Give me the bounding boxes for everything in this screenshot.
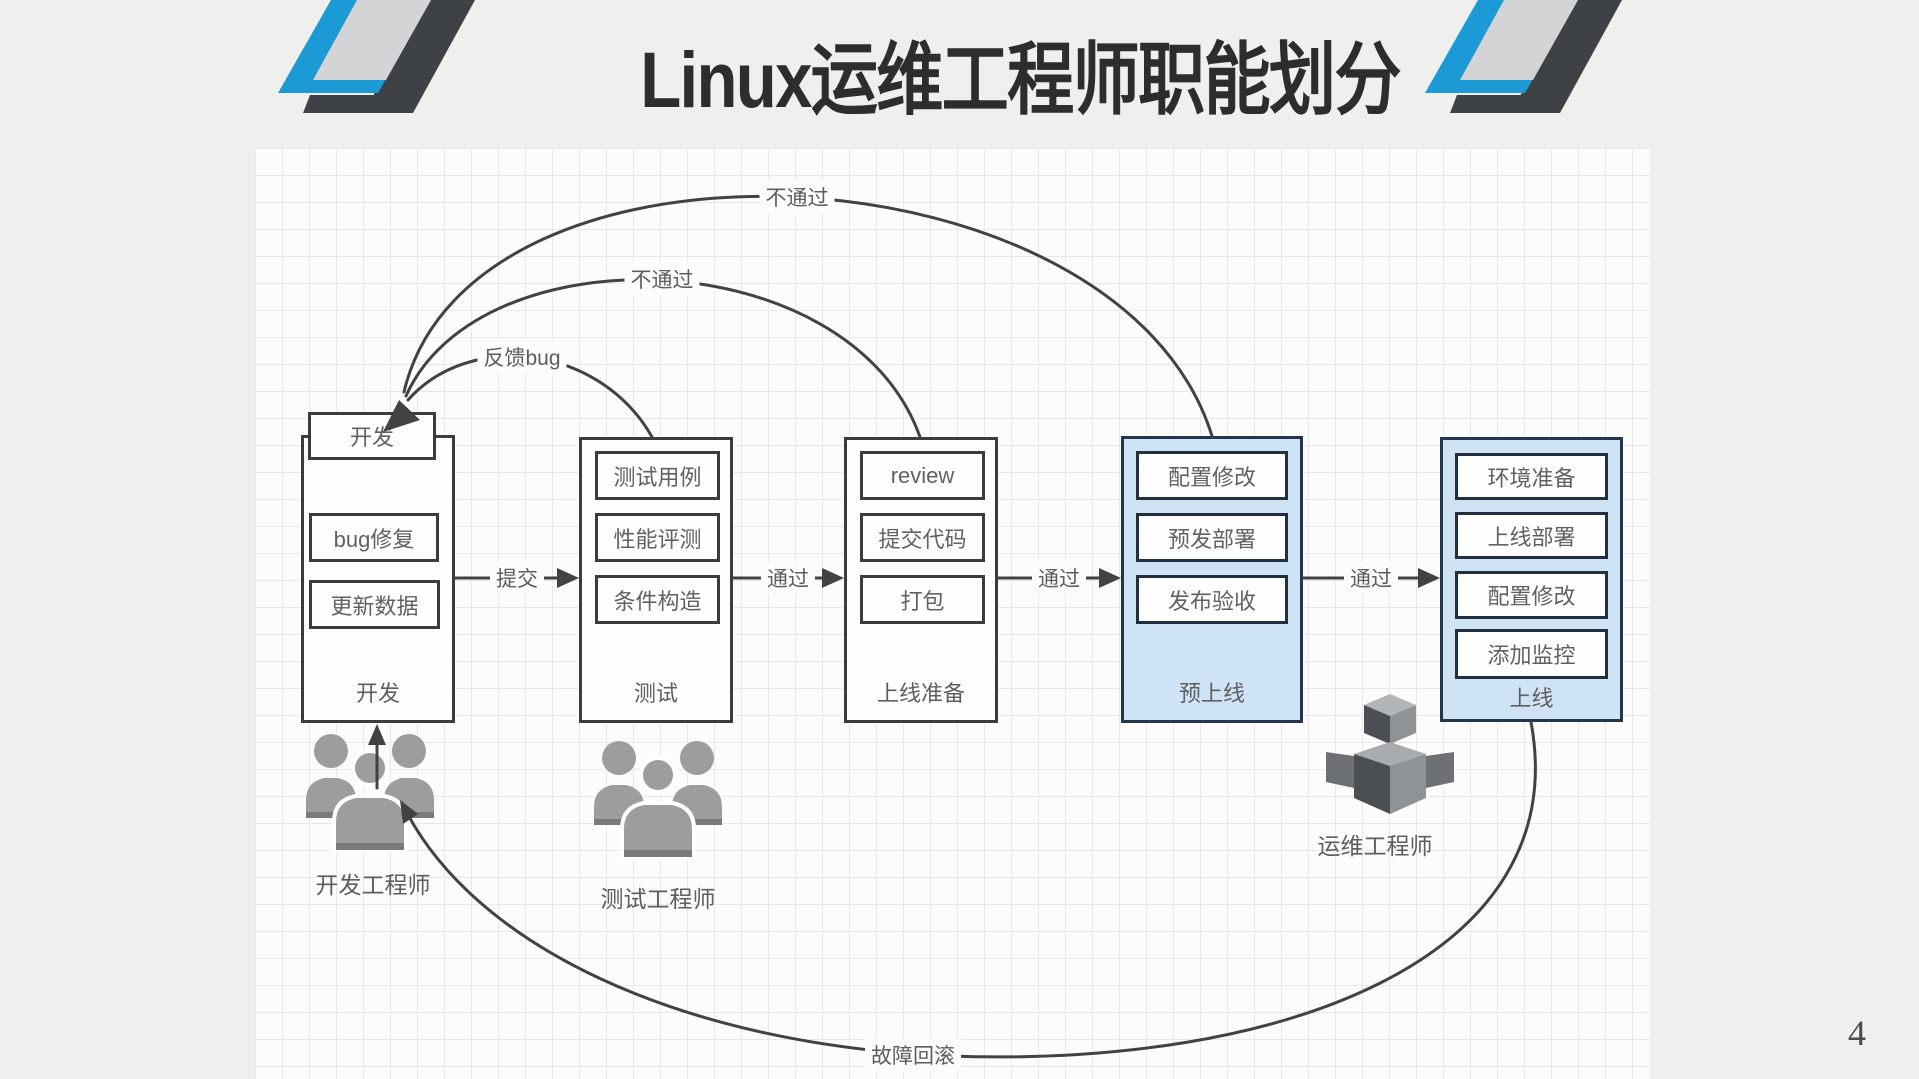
edge-label-submit: 提交 <box>490 562 544 594</box>
stage-footer-prep: 上线准备 <box>876 681 965 706</box>
stage-footer-dev: 开发 <box>355 681 400 706</box>
test-team-icon <box>592 733 724 871</box>
role-label-dev: 开发工程师 <box>315 872 431 898</box>
stage-footer-prelaunch: 预上线 <box>1178 681 1245 706</box>
task-update-data: 更新数据 <box>309 580 440 629</box>
task-review: review <box>860 451 985 500</box>
task-condition-build: 条件构造 <box>595 575 720 624</box>
edge-label-feedback-bug: 反馈bug <box>477 341 567 373</box>
edge-label-fail-inner: 不通过 <box>624 263 700 295</box>
task-bugfix: bug修复 <box>309 513 439 562</box>
edge-label-fail-outer: 不通过 <box>759 181 835 213</box>
edge-label-rollback: 故障回滚 <box>865 1039 961 1071</box>
task-staging-deploy: 预发部署 <box>1136 513 1288 562</box>
task-release-acceptance: 发布验收 <box>1136 575 1288 624</box>
stage-header-dev: 开发 <box>308 412 436 460</box>
task-perf-eval: 性能评测 <box>595 513 720 562</box>
corner-accent-icon <box>1400 0 1625 115</box>
task-test-cases: 测试用例 <box>595 451 720 500</box>
role-label-ops: 运维工程师 <box>1317 833 1433 859</box>
task-launch-deploy: 上线部署 <box>1455 512 1608 559</box>
stage-footer-test: 测试 <box>633 681 678 706</box>
task-add-monitoring: 添加监控 <box>1455 629 1608 679</box>
dev-team-icon <box>304 726 436 864</box>
stage-footer-launch: 上线 <box>1509 686 1554 711</box>
page-title: Linux运维工程师职能划分 <box>640 35 1401 124</box>
edge-label-pass-1: 通过 <box>761 562 815 594</box>
stage-container-dev: 开发 <box>301 435 455 723</box>
page-number: 4 <box>1848 1013 1866 1053</box>
edge-label-pass-3: 通过 <box>1344 562 1398 594</box>
task-env-prepare: 环境准备 <box>1455 453 1608 500</box>
task-commit-code: 提交代码 <box>860 513 985 562</box>
role-label-test: 测试工程师 <box>600 886 716 912</box>
ops-robot-icon <box>1318 692 1463 824</box>
task-config-change-pre: 配置修改 <box>1136 451 1288 500</box>
task-package: 打包 <box>860 575 985 624</box>
task-config-change-live: 配置修改 <box>1455 571 1608 619</box>
edge-label-pass-2: 通过 <box>1032 562 1086 594</box>
corner-accent-icon <box>253 0 478 115</box>
